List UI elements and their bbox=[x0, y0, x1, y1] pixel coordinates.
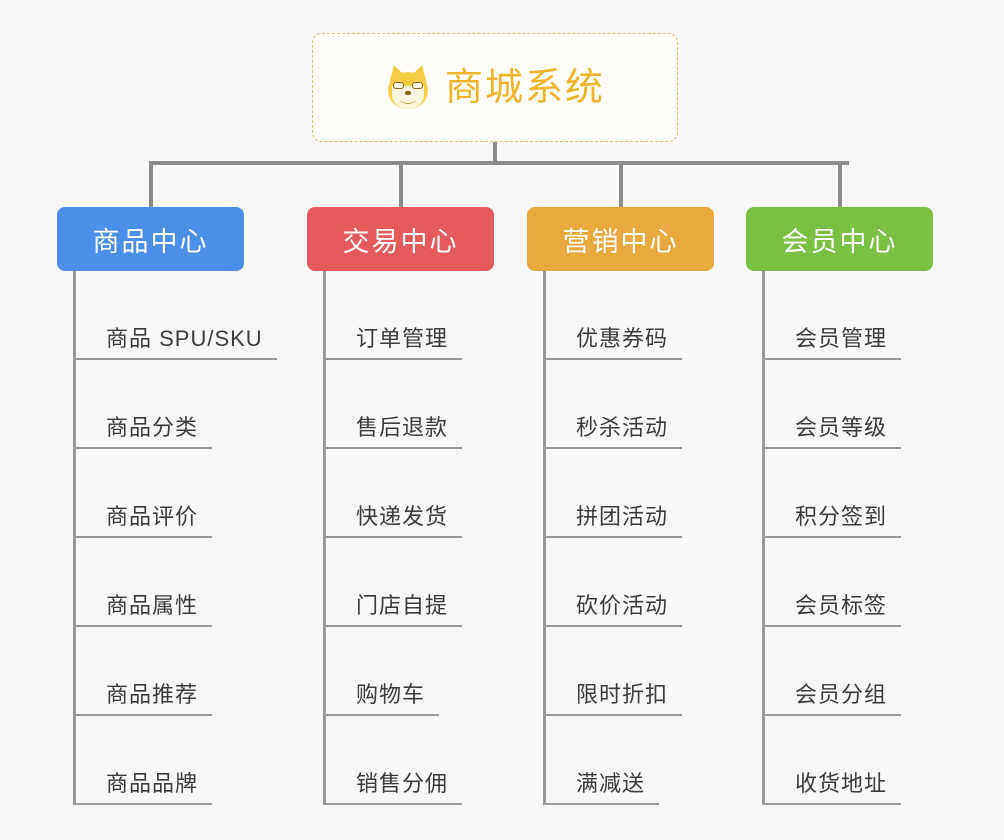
leaf-label: 收货地址 bbox=[765, 766, 902, 805]
root-node[interactable]: 商城系统 bbox=[312, 33, 678, 142]
branch-body-1: 订单管理 售后退款 快递发货 门店自提 购物车 销售分佣 bbox=[323, 271, 494, 805]
branch-marketing-center: 营销中心 优惠券码 秒杀活动 拼团活动 砍价活动 限时折扣 满减送 bbox=[527, 207, 714, 805]
branch-body-3: 会员管理 会员等级 积分签到 会员标签 会员分组 收货地址 bbox=[762, 271, 933, 805]
branch-header-label-3: 会员中心 bbox=[781, 226, 898, 257]
branch-header-1[interactable]: 交易中心 bbox=[307, 207, 494, 271]
list-item[interactable]: 商品分类 bbox=[76, 360, 277, 449]
leaf-label: 订单管理 bbox=[326, 321, 463, 360]
connector-drop-1 bbox=[399, 163, 403, 207]
branch-header-0[interactable]: 商品中心 bbox=[57, 207, 244, 271]
list-item[interactable]: 会员等级 bbox=[765, 360, 933, 449]
leaf-label: 销售分佣 bbox=[326, 766, 463, 805]
leaf-label: 购物车 bbox=[326, 677, 440, 716]
branch-body-2: 优惠券码 秒杀活动 拼团活动 砍价活动 限时折扣 满减送 bbox=[543, 271, 714, 805]
leaf-label: 售后退款 bbox=[326, 410, 463, 449]
leaf-label: 砍价活动 bbox=[546, 588, 683, 627]
list-item[interactable]: 优惠券码 bbox=[546, 271, 714, 360]
list-item[interactable]: 商品 SPU/SKU bbox=[76, 271, 277, 360]
list-item[interactable]: 秒杀活动 bbox=[546, 360, 714, 449]
leaf-label: 商品分类 bbox=[76, 410, 213, 449]
list-item[interactable]: 售后退款 bbox=[326, 360, 494, 449]
connector-stem bbox=[493, 142, 497, 164]
leaf-label: 积分签到 bbox=[765, 499, 902, 538]
connector-drop-2 bbox=[619, 163, 623, 207]
list-item[interactable]: 收货地址 bbox=[765, 716, 933, 805]
leaf-label: 会员管理 bbox=[765, 321, 902, 360]
branch-header-3[interactable]: 会员中心 bbox=[746, 207, 933, 271]
connector-drop-0 bbox=[149, 163, 153, 207]
list-item[interactable]: 商品评价 bbox=[76, 449, 277, 538]
list-item[interactable]: 会员分组 bbox=[765, 627, 933, 716]
leaf-label: 会员等级 bbox=[765, 410, 902, 449]
leaf-label: 满减送 bbox=[546, 766, 660, 805]
connector-bus bbox=[149, 161, 849, 165]
list-item[interactable]: 会员管理 bbox=[765, 271, 933, 360]
list-item[interactable]: 限时折扣 bbox=[546, 627, 714, 716]
list-item[interactable]: 订单管理 bbox=[326, 271, 494, 360]
list-item[interactable]: 满减送 bbox=[546, 716, 714, 805]
shiba-inu-icon bbox=[385, 62, 431, 111]
list-item[interactable]: 快递发货 bbox=[326, 449, 494, 538]
list-item[interactable]: 商品推荐 bbox=[76, 627, 277, 716]
leaf-label: 限时折扣 bbox=[546, 677, 683, 716]
branch-header-label-0: 商品中心 bbox=[92, 226, 209, 257]
list-item[interactable]: 商品品牌 bbox=[76, 716, 277, 805]
list-item[interactable]: 砍价活动 bbox=[546, 538, 714, 627]
branch-header-label-2: 营销中心 bbox=[562, 226, 679, 257]
leaf-label: 快递发货 bbox=[326, 499, 463, 538]
branch-header-label-1: 交易中心 bbox=[342, 226, 459, 257]
branch-member-center: 会员中心 会员管理 会员等级 积分签到 会员标签 会员分组 收货地址 bbox=[746, 207, 933, 805]
list-item[interactable]: 商品属性 bbox=[76, 538, 277, 627]
list-item[interactable]: 销售分佣 bbox=[326, 716, 494, 805]
list-item[interactable]: 会员标签 bbox=[765, 538, 933, 627]
leaf-label: 优惠券码 bbox=[546, 321, 683, 360]
connector-drop-3 bbox=[838, 163, 842, 207]
branch-body-0: 商品 SPU/SKU 商品分类 商品评价 商品属性 商品推荐 商品品牌 bbox=[73, 271, 277, 805]
leaf-label: 秒杀活动 bbox=[546, 410, 683, 449]
leaf-label: 商品推荐 bbox=[76, 677, 213, 716]
list-item[interactable]: 积分签到 bbox=[765, 449, 933, 538]
leaf-label: 商品 SPU/SKU bbox=[76, 321, 277, 360]
list-item[interactable]: 拼团活动 bbox=[546, 449, 714, 538]
root-title: 商城系统 bbox=[444, 66, 605, 109]
leaf-label: 商品品牌 bbox=[76, 766, 213, 805]
list-item[interactable]: 购物车 bbox=[326, 627, 494, 716]
leaf-label: 会员分组 bbox=[765, 677, 902, 716]
list-item[interactable]: 门店自提 bbox=[326, 538, 494, 627]
leaf-label: 门店自提 bbox=[326, 588, 463, 627]
branch-product-center: 商品中心 商品 SPU/SKU 商品分类 商品评价 商品属性 商品推荐 商品品牌 bbox=[57, 207, 277, 805]
leaf-label: 会员标签 bbox=[765, 588, 902, 627]
branch-header-2[interactable]: 营销中心 bbox=[527, 207, 714, 271]
leaf-label: 商品属性 bbox=[76, 588, 213, 627]
leaf-label: 拼团活动 bbox=[546, 499, 683, 538]
branch-trade-center: 交易中心 订单管理 售后退款 快递发货 门店自提 购物车 销售分佣 bbox=[307, 207, 494, 805]
leaf-label: 商品评价 bbox=[76, 499, 213, 538]
